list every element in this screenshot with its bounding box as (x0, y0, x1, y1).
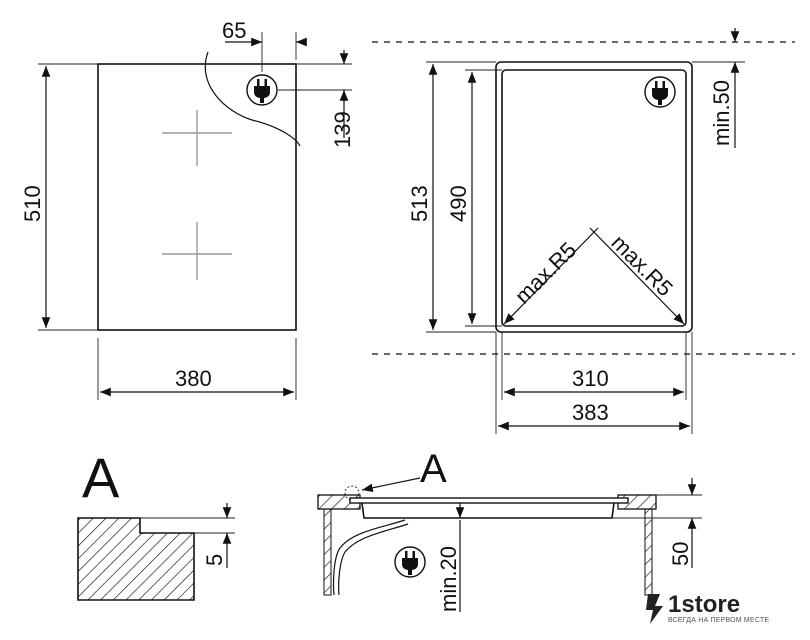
dim-width: 380 (175, 366, 212, 391)
lightning-icon (646, 594, 663, 624)
dim-plug-offset: 65 (222, 18, 246, 43)
dim-top-clearance: min.50 (709, 80, 734, 146)
power-plug-icon (644, 76, 676, 108)
dim-height: 510 (20, 185, 45, 222)
dim-cutout-height: 490 (446, 185, 471, 222)
dim-plug-height: 139 (330, 111, 355, 148)
brand-name: 1store (668, 591, 740, 618)
radius-right-label: max.R5 (606, 230, 677, 301)
dim-outer-width: 383 (572, 400, 609, 425)
brand-tagline: ВСЕГДА НА ПЕРВОМ МЕСТЕ (668, 617, 769, 624)
section-label: A (420, 447, 447, 491)
power-plug-icon (246, 74, 278, 106)
dim-cutout-width: 310 (572, 366, 609, 391)
detail-a: A 5 (77, 446, 235, 601)
detail-a-label: A (82, 446, 120, 509)
hob-glass (349, 497, 629, 504)
burner-marker-lower (162, 222, 232, 280)
outer-frame (495, 61, 693, 333)
hob-body (361, 502, 615, 519)
cutout-opening (501, 69, 687, 327)
brand-logo: 1store ВСЕГДА НА ПЕРВОМ МЕСТЕ (646, 591, 769, 624)
burner-marker-upper (162, 110, 232, 166)
power-plug-icon (394, 546, 426, 578)
dim-side: 50 (668, 542, 693, 566)
hob-outline (97, 63, 297, 331)
dim-step: 5 (202, 554, 227, 566)
radius-left-label: max.R5 (510, 237, 581, 308)
hob-top-view: 65 139 510 380 (20, 18, 355, 400)
cross-section: A min.20 50 (317, 447, 702, 612)
dim-outer-height: 513 (407, 185, 432, 222)
dim-min-below: min.20 (436, 546, 461, 612)
cutout-top-view: min.50 490 513 max.R5 max.R5 310 383 (372, 28, 795, 434)
cable-curve (204, 51, 301, 147)
hatched-profile (77, 517, 195, 601)
